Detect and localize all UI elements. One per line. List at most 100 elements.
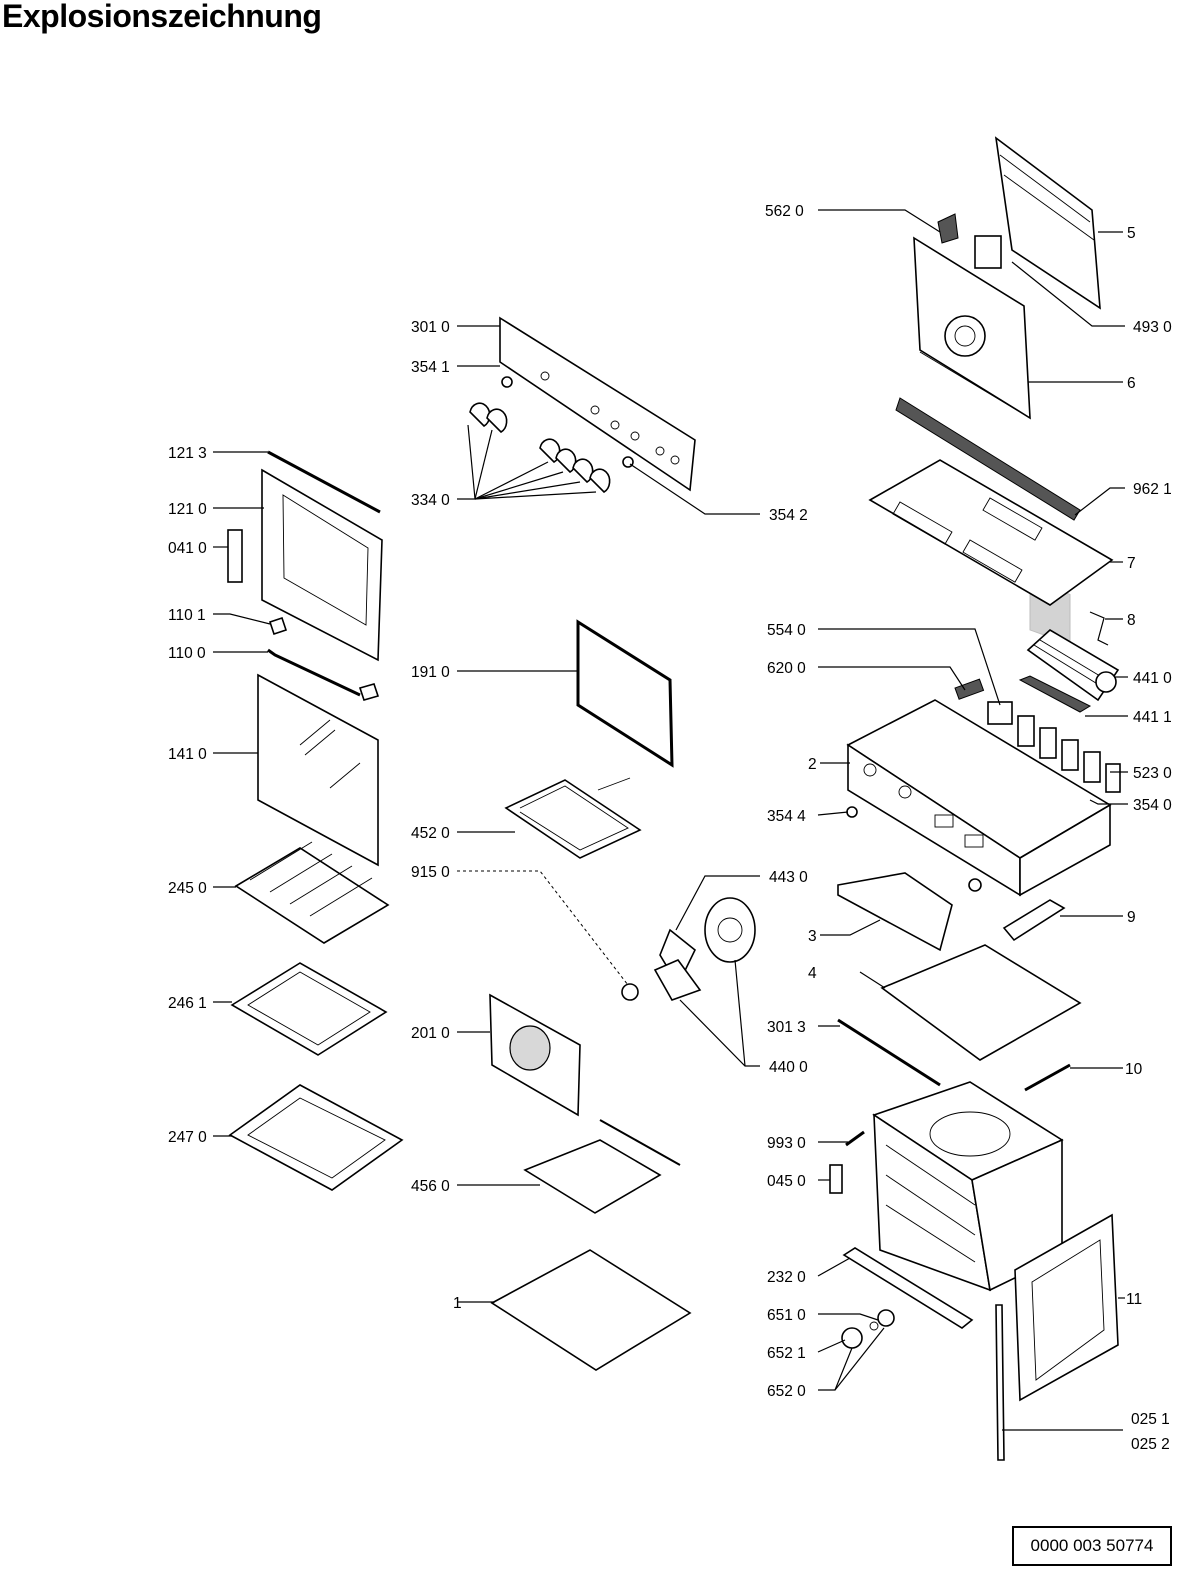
part-441-fan-motor (1026, 629, 1120, 702)
part-301-control-panel (499, 316, 696, 492)
part-354-1-insert (501, 376, 513, 388)
part-6-rear-wall (913, 236, 1031, 420)
label-5: 5 (1127, 225, 1136, 242)
label-962-1: 962 1 (1133, 481, 1172, 498)
part-10-rod (1024, 1063, 1071, 1092)
label-440-0: 440 0 (769, 1059, 808, 1076)
label-11: 11 (1126, 1291, 1142, 1308)
label-620-0: 620 0 (767, 660, 806, 677)
label-354-4: 354 4 (767, 808, 806, 825)
label-141-0: 141 0 (168, 746, 207, 763)
label-354-2: 354 2 (769, 507, 808, 524)
part-7-top-plate (868, 459, 1114, 606)
label-246-1: 246 1 (168, 995, 207, 1012)
label-652-0: 652 0 (767, 1383, 806, 1400)
part-oven-cavity (872, 1081, 1064, 1292)
label-7: 7 (1127, 555, 1136, 572)
part-9-bracket (1002, 899, 1066, 942)
part-652-1-lamp-cover (841, 1327, 863, 1349)
part-245-wire-rack (234, 841, 390, 944)
label-025-1: 025 1 (1131, 1411, 1170, 1428)
part-354-4-knob-insert (846, 806, 858, 818)
part-191-gasket (576, 619, 674, 768)
label-232-0: 232 0 (767, 1269, 806, 1286)
label-201-0: 201 0 (411, 1025, 450, 1042)
label-993-0: 993 0 (767, 1135, 806, 1152)
part-452-heating-element (504, 777, 642, 859)
label-1: 1 (453, 1295, 462, 1312)
label-354-1: 354 1 (411, 359, 450, 376)
label-041-0: 041 0 (168, 540, 207, 557)
label-8: 8 (1127, 612, 1136, 629)
part-334-knobs (469, 402, 611, 494)
part-493-component (974, 235, 1002, 269)
part-246-tray (230, 962, 388, 1056)
part-554-timer (987, 701, 1013, 725)
part-1-bottom-plate (490, 1249, 692, 1371)
part-201-fan-cover (489, 993, 581, 1117)
part-651-lamp-socket (877, 1309, 895, 1327)
part-456-grill-element (523, 1119, 681, 1214)
label-045-0: 045 0 (767, 1173, 806, 1190)
label-121-0: 121 0 (168, 501, 207, 518)
part-121-3-strip (267, 450, 381, 514)
label-301-0: 301 0 (411, 319, 450, 336)
label-245-0: 245 0 (168, 880, 207, 897)
part-141-glass-pane (257, 673, 379, 867)
label-493-0: 493 0 (1133, 319, 1172, 336)
part-4-insulation-plate (880, 944, 1082, 1061)
part-523-switch-row (1017, 715, 1121, 793)
label-441-0: 441 0 (1133, 670, 1172, 687)
label-562-0: 562 0 (765, 203, 804, 220)
document-number-box: 0000 003 50774 (1012, 1526, 1172, 1566)
label-441-1: 441 1 (1133, 709, 1172, 726)
label-452-0: 452 0 (411, 825, 450, 842)
label-334-0: 334 0 (411, 492, 450, 509)
label-10: 10 (1125, 1061, 1143, 1078)
label-025-2: 025 2 (1131, 1436, 1170, 1453)
page-title: Explosionszeichnung (2, 0, 322, 34)
label-523-0: 523 0 (1133, 765, 1172, 782)
part-562-bracket (937, 213, 959, 244)
part-3-side-plate (837, 872, 953, 952)
part-11-side-frame (1014, 1213, 1119, 1402)
part-620-switch (954, 678, 985, 700)
label-652-1: 652 1 (767, 1345, 806, 1362)
part-993-screw (845, 1130, 865, 1147)
label-4: 4 (808, 965, 817, 982)
label-121-3: 121 3 (168, 445, 207, 462)
part-915-nut (621, 983, 639, 1001)
label-443-0: 443 0 (769, 869, 808, 886)
part-232-rail (842, 1247, 974, 1329)
label-3: 3 (808, 928, 817, 945)
label-110-0: 110 0 (168, 645, 206, 662)
part-2-control-housing (846, 699, 1112, 897)
label-554-0: 554 0 (767, 622, 806, 639)
part-354-insert-lower (968, 878, 982, 892)
part-301-3-strip (837, 1018, 941, 1087)
part-8-bracket (1089, 611, 1109, 646)
part-121-door-frame (261, 468, 383, 662)
part-110-handle (267, 648, 361, 697)
label-6: 6 (1127, 375, 1136, 392)
part-drawings (227, 136, 1121, 1461)
part-441-1-bracket (1018, 675, 1092, 713)
label-110-1: 110 1 (168, 607, 206, 624)
part-045-hinge (829, 1164, 843, 1194)
label-456-0: 456 0 (411, 1178, 450, 1195)
label-301-3: 301 3 (767, 1019, 806, 1036)
part-440-fan-blade (653, 928, 702, 1001)
part-041-hinge (227, 529, 243, 583)
label-191-0: 191 0 (411, 664, 450, 681)
label-915-0: 915 0 (411, 864, 450, 881)
leader-lines (213, 209, 1128, 1431)
label-9: 9 (1127, 909, 1136, 926)
label-354-0: 354 0 (1133, 797, 1172, 814)
part-443-fan-motor (704, 897, 756, 963)
part-025-rail (995, 1304, 1005, 1461)
part-247-deep-tray (228, 1084, 404, 1191)
label-247-0: 247 0 (168, 1129, 207, 1146)
label-2: 2 (808, 756, 817, 773)
part-110-1-clip (268, 616, 288, 636)
